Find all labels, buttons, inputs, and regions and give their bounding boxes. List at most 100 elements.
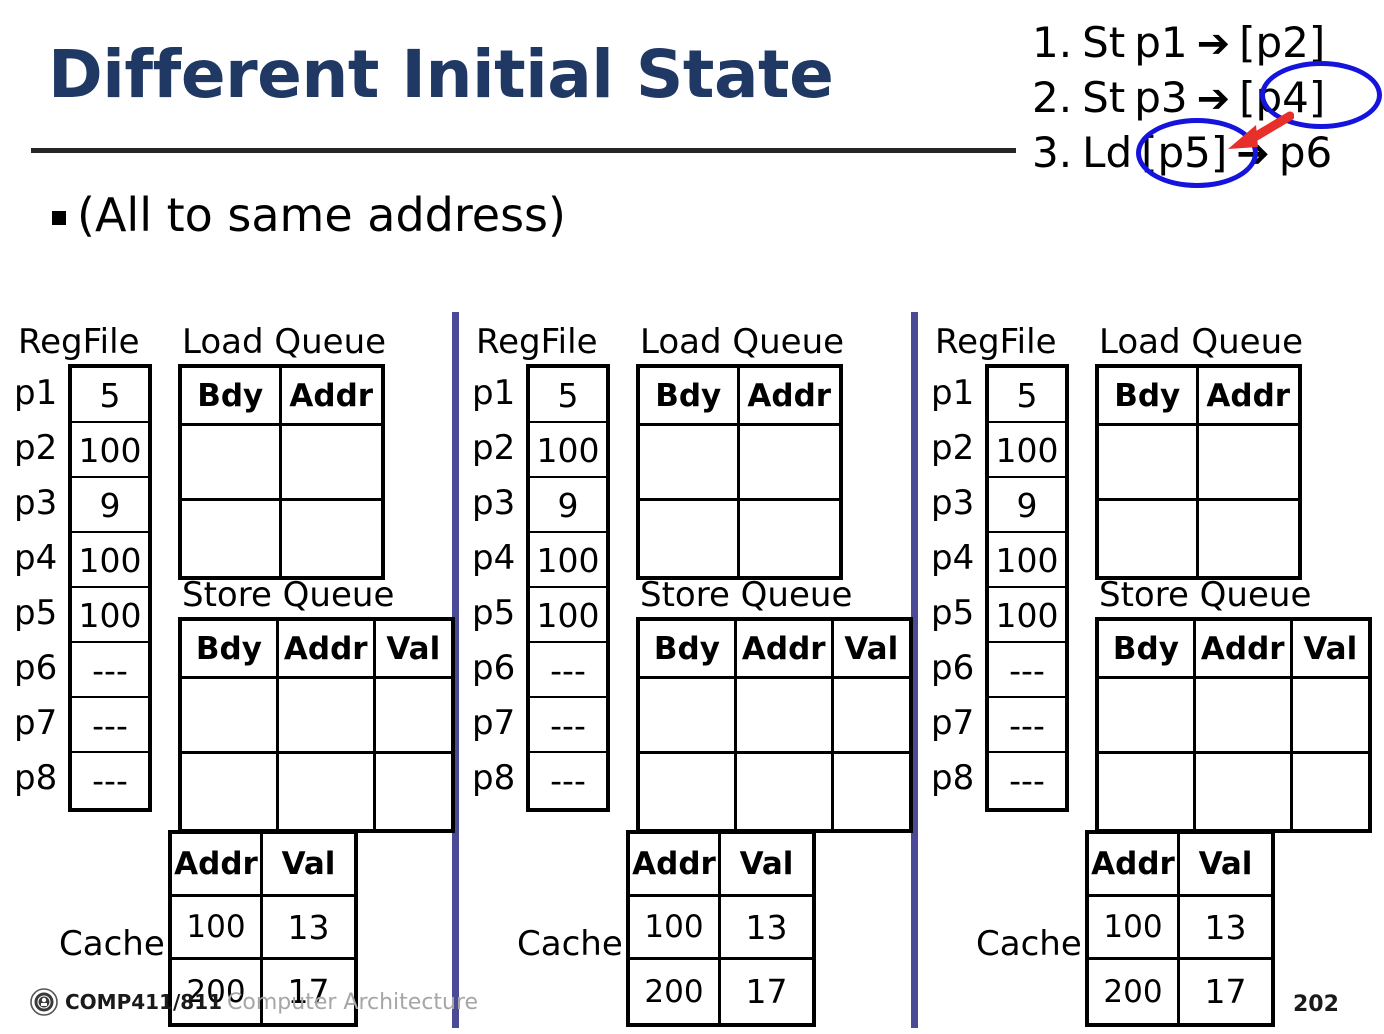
cache-row: 100 13 [1089, 897, 1271, 960]
instruction-1-op: St [1082, 18, 1126, 68]
instruction-item-2: 2. St p3 ➔ [p4] [1032, 71, 1384, 126]
store-queue-header-bdy: Bdy [1099, 621, 1196, 676]
cache-caption: Cache [976, 924, 1082, 964]
regfile-value-p5: 100 [72, 588, 148, 643]
bullet-row: (All to same address) [52, 191, 566, 239]
instruction-2-number: 2. [1032, 73, 1073, 123]
cache-cell-addr: 100 [1089, 897, 1180, 957]
store-queue-cell [834, 754, 909, 829]
store-queue-cell [834, 679, 909, 751]
regfile-value-p8: --- [92, 761, 128, 800]
regfile-label-p4: p4 [472, 538, 516, 578]
store-queue-header-bdy: Bdy [640, 621, 737, 676]
regfile-table: 5 100 9 100 100 --- --- --- [526, 364, 610, 812]
university-seal-icon [30, 988, 58, 1016]
regfile-value-p4: 100 [989, 533, 1065, 588]
regfile-label-p2: p2 [14, 428, 58, 468]
regfile-label-p3: p3 [931, 483, 975, 523]
regfile-label-p4: p4 [14, 538, 58, 578]
cache-header-addr: Addr [172, 834, 263, 894]
cache-cell-addr: 200 [172, 960, 263, 1023]
load-queue-cell [740, 426, 840, 498]
panel-divider-1 [452, 312, 459, 1028]
regfile-value-p3: 9 [72, 478, 148, 533]
cache-header-val: Val [1198, 846, 1253, 882]
cache-cell-addr: 200 [630, 960, 721, 1023]
cache-table: Addr Val 100 13 200 17 [626, 830, 816, 1027]
regfile-value-p2: 100 [989, 423, 1065, 478]
regfile-value-p7: --- [989, 698, 1065, 753]
cache-table: Addr Val 100 13 200 17 [1085, 830, 1275, 1027]
store-queue-caption: Store Queue [182, 575, 395, 615]
regfile-value-p6: --- [72, 643, 148, 698]
store-queue-cell [1293, 679, 1368, 751]
store-queue-table: Bdy Addr Val [178, 617, 455, 833]
store-queue-header-val: Val [844, 630, 899, 667]
instruction-2-dest: [p4] [1239, 73, 1326, 123]
store-queue-cell [182, 754, 279, 829]
regfile-label-p5: p5 [931, 593, 975, 633]
regfile-value-p6: --- [989, 643, 1065, 698]
regfile-value-p3: 9 [530, 478, 606, 533]
regfile-label-p8: p8 [14, 758, 58, 798]
cache-row: 200 17 [172, 960, 354, 1023]
bullet-square-icon [52, 211, 66, 226]
cache-header-row: Addr Val [1089, 834, 1271, 897]
load-queue-row [1099, 501, 1298, 576]
regfile-label-p6: p6 [931, 648, 975, 688]
load-queue-caption: Load Queue [1099, 322, 1304, 362]
regfile-label-p2: p2 [472, 428, 516, 468]
title-divider-rule [31, 148, 1016, 153]
cache-header-val: Val [281, 846, 336, 882]
regfile-value-p2: 100 [72, 423, 148, 478]
load-queue-cell [1199, 501, 1299, 576]
regfile-label-p6: p6 [14, 648, 58, 688]
state-panel-1: RegFile Load Queue Store Queue Cache p1 … [4, 312, 459, 1034]
regfile-value-p8: --- [550, 761, 586, 800]
cache-caption: Cache [59, 924, 165, 964]
regfile-value-p2: 100 [530, 423, 606, 478]
store-queue-row [1099, 754, 1368, 829]
regfile-label-p1: p1 [472, 373, 516, 413]
regfile-label-p7: p7 [931, 703, 975, 743]
load-queue-cell [282, 501, 382, 576]
regfile-value-p1: 5 [72, 368, 148, 423]
load-queue-cell [1199, 426, 1299, 498]
store-queue-cell [1099, 754, 1196, 829]
regfile-value-p1: 5 [989, 368, 1065, 423]
regfile-label-p5: p5 [14, 593, 58, 633]
store-queue-cell [376, 679, 451, 751]
store-queue-caption: Store Queue [640, 575, 853, 615]
regfile-table: 5 100 9 100 100 --- --- --- [985, 364, 1069, 812]
load-queue-cell [182, 426, 282, 498]
instruction-3-arrow-icon: ➔ [1236, 130, 1270, 177]
store-queue-cell [182, 679, 279, 751]
cache-header-row: Addr Val [172, 834, 354, 897]
store-queue-header-row: Bdy Addr Val [182, 621, 451, 679]
cache-cell-val: 17 [745, 972, 788, 1011]
store-queue-cell [1293, 754, 1368, 829]
regfile-value-p4: 100 [530, 533, 606, 588]
cache-header-val: Val [739, 846, 794, 882]
load-queue-header-addr: Addr [747, 377, 832, 414]
load-queue-cell [640, 501, 740, 576]
store-queue-cell [1099, 679, 1196, 751]
store-queue-header-addr: Addr [279, 621, 376, 676]
store-queue-table: Bdy Addr Val [636, 617, 913, 833]
instruction-item-1: 1. St p1 ➔ [p2] [1032, 16, 1384, 71]
regfile-label-column: p1 p2 p3 p4 p5 p6 p7 p8 [472, 366, 524, 806]
footer-course-title: Computer Architecture [227, 989, 479, 1015]
store-queue-row [182, 679, 451, 754]
regfile-label-p6: p6 [472, 648, 516, 688]
regfile-value-p5: 100 [530, 588, 606, 643]
store-queue-table: Bdy Addr Val [1095, 617, 1372, 833]
regfile-value-p7: --- [72, 698, 148, 753]
instruction-3-op: Ld [1082, 128, 1133, 178]
instruction-3-source: [p5] [1141, 128, 1228, 178]
load-queue-caption: Load Queue [182, 322, 387, 362]
load-queue-cell [282, 426, 382, 498]
cache-cell-addr: 200 [1089, 960, 1180, 1023]
load-queue-header-bdy: Bdy [640, 368, 740, 423]
store-queue-cell [376, 754, 451, 829]
load-queue-table: Bdy Addr [1095, 364, 1302, 580]
